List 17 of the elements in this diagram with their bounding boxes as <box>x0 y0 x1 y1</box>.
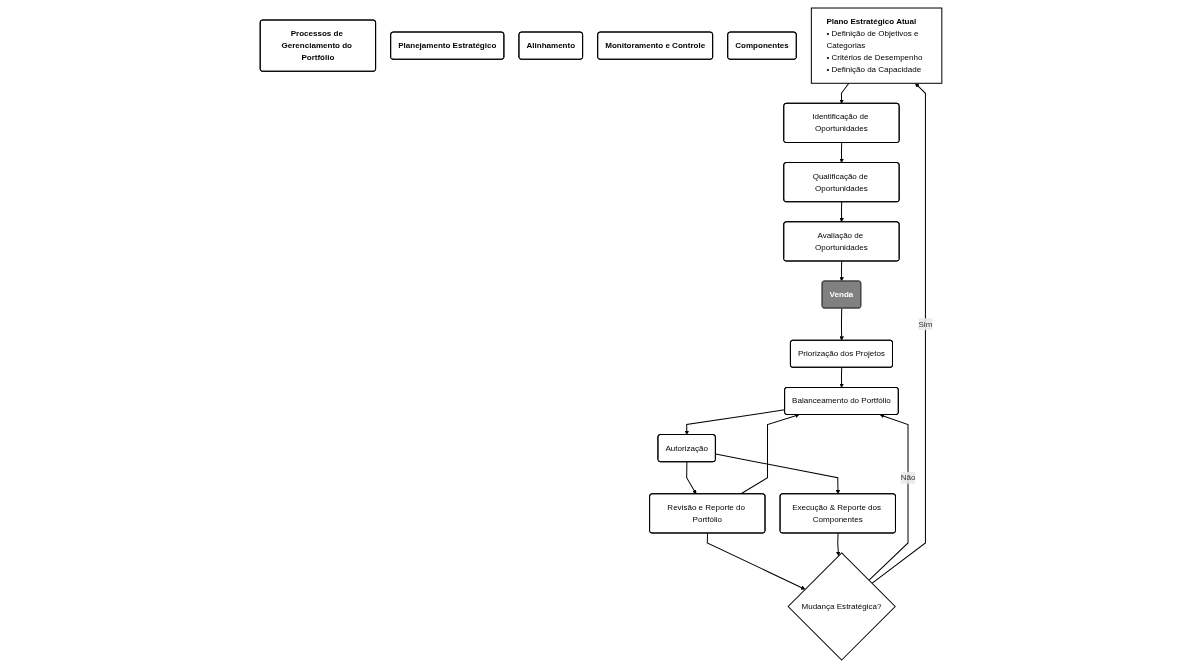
edge-label: Não <box>900 473 915 482</box>
arrow <box>835 532 840 557</box>
arrow <box>684 409 785 435</box>
arrow <box>870 83 926 584</box>
arrow <box>685 461 696 495</box>
arrow <box>838 260 844 282</box>
arrow <box>838 201 844 223</box>
node-diamond: Mudança Estratégica? <box>787 552 896 661</box>
arrow <box>838 82 849 104</box>
arrow <box>714 453 840 495</box>
arrow <box>838 142 844 164</box>
arrow <box>867 413 908 581</box>
edge-label: Sim <box>918 319 932 329</box>
arrow <box>706 532 805 590</box>
node-box: Plano Estratégico Atual • Definição de Objetivos e Categorias • Critérios de Desempenho • Definição da Capacidade <box>810 7 942 84</box>
arrow <box>838 367 844 388</box>
arrow <box>838 307 844 341</box>
